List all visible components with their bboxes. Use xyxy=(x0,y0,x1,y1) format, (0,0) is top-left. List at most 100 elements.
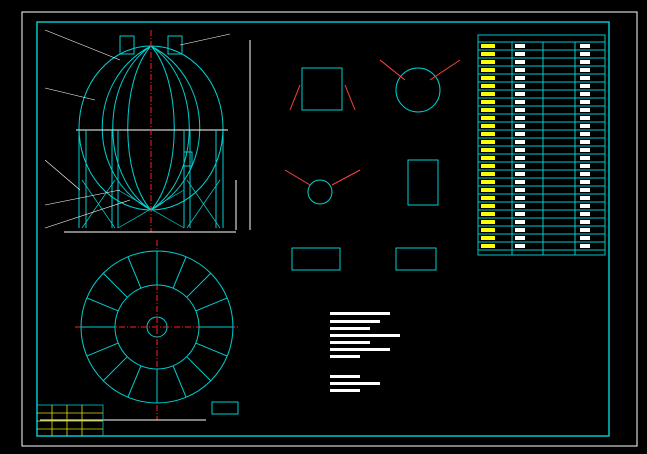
table-cell-text xyxy=(515,52,525,56)
table-cell-text xyxy=(515,100,525,104)
plan-rib xyxy=(186,272,212,298)
table-cell-text xyxy=(580,68,590,72)
table-cell-text xyxy=(481,76,495,80)
table-cell-text xyxy=(515,220,525,224)
table-cell-text xyxy=(481,212,495,216)
plan-rib xyxy=(86,297,119,312)
table-cell-text xyxy=(481,108,495,112)
ladder-detail xyxy=(211,401,239,415)
table-cell-text xyxy=(515,156,525,160)
table-cell-text xyxy=(481,44,495,48)
note-line xyxy=(330,355,360,358)
table-cell-text xyxy=(515,228,525,232)
table-cell-text xyxy=(481,100,495,104)
note-line xyxy=(330,327,370,330)
table-cell-text xyxy=(481,156,495,160)
nozzle-details xyxy=(284,59,461,271)
table-cell-text xyxy=(515,236,525,240)
drawing-border xyxy=(36,21,610,437)
table-cell-text xyxy=(580,140,590,144)
table-cell-text xyxy=(580,124,590,128)
table-cell-text xyxy=(580,196,590,200)
table-cell-text xyxy=(515,132,525,136)
support-legs xyxy=(78,130,224,229)
plan-rib xyxy=(172,365,187,398)
note-line xyxy=(330,382,380,385)
table-cell-text xyxy=(515,68,525,72)
table-cell-text xyxy=(481,148,495,152)
detail-b xyxy=(395,67,441,113)
title-block-frame xyxy=(36,404,104,437)
table-cell-text xyxy=(515,108,525,112)
plan-rib xyxy=(102,272,128,298)
table-cell-text xyxy=(580,60,590,64)
note-line xyxy=(330,312,390,315)
plan-rib xyxy=(195,297,228,312)
table-cell-text xyxy=(580,156,590,160)
table-frame xyxy=(477,34,606,256)
plan-rib xyxy=(102,356,128,382)
table-cell-text xyxy=(481,84,495,88)
note-line xyxy=(330,341,370,344)
note-line xyxy=(330,320,380,323)
table-cell-text xyxy=(580,180,590,184)
table-cell-text xyxy=(481,228,495,232)
table-cell-text xyxy=(481,172,495,176)
table-cell-text xyxy=(580,100,590,104)
table-cell-text xyxy=(481,220,495,224)
table-cell-text xyxy=(580,188,590,192)
table-cell-text xyxy=(481,140,495,144)
note-line xyxy=(330,389,360,392)
table-cell-text xyxy=(515,140,525,144)
table-cell-text xyxy=(580,92,590,96)
table-cell-text xyxy=(515,44,525,48)
table-cell-text xyxy=(481,116,495,120)
table-cell-text xyxy=(515,84,525,88)
sheet-frame xyxy=(21,11,638,447)
table-cell-text xyxy=(515,164,525,168)
table-cell-text xyxy=(580,244,590,248)
table-cell-text xyxy=(515,124,525,128)
detail-b-nozzles xyxy=(379,59,461,81)
table-cell-text xyxy=(481,92,495,96)
table-cell-text xyxy=(481,180,495,184)
table-cell-text xyxy=(515,204,525,208)
table-cell-text xyxy=(580,172,590,176)
plan-rib xyxy=(127,256,142,289)
table-text-marks xyxy=(481,44,590,248)
table-cell-text xyxy=(515,116,525,120)
leader-lines xyxy=(44,29,231,229)
table-cell-text xyxy=(515,212,525,216)
table-cell-text xyxy=(580,84,590,88)
detail-f xyxy=(395,247,437,271)
plan-view xyxy=(40,240,240,421)
table-cell-text xyxy=(580,52,590,56)
notes-block xyxy=(330,312,400,392)
table-cell-text xyxy=(481,68,495,72)
plan-rib xyxy=(195,342,228,357)
table-cell-text xyxy=(580,148,590,152)
detail-a xyxy=(301,67,343,111)
note-line xyxy=(330,348,390,351)
table-cell-text xyxy=(515,180,525,184)
table-cell-text xyxy=(580,228,590,232)
title-block xyxy=(36,404,104,437)
table-cell-text xyxy=(481,164,495,168)
table-cell-text xyxy=(580,204,590,208)
table-cell-text xyxy=(515,60,525,64)
plan-rib xyxy=(86,342,119,357)
plan-rib xyxy=(127,365,142,398)
top-manway-left xyxy=(119,35,135,55)
note-line xyxy=(330,334,400,337)
note-line xyxy=(330,375,360,378)
plan-rib xyxy=(186,356,212,382)
front-elevation-view xyxy=(44,29,251,233)
table-cell-text xyxy=(515,172,525,176)
shell-petals xyxy=(101,45,201,211)
detail-c-nozzles xyxy=(284,169,361,186)
table-cell-text xyxy=(580,212,590,216)
table-cell-text xyxy=(580,220,590,224)
table-cell-text xyxy=(481,204,495,208)
